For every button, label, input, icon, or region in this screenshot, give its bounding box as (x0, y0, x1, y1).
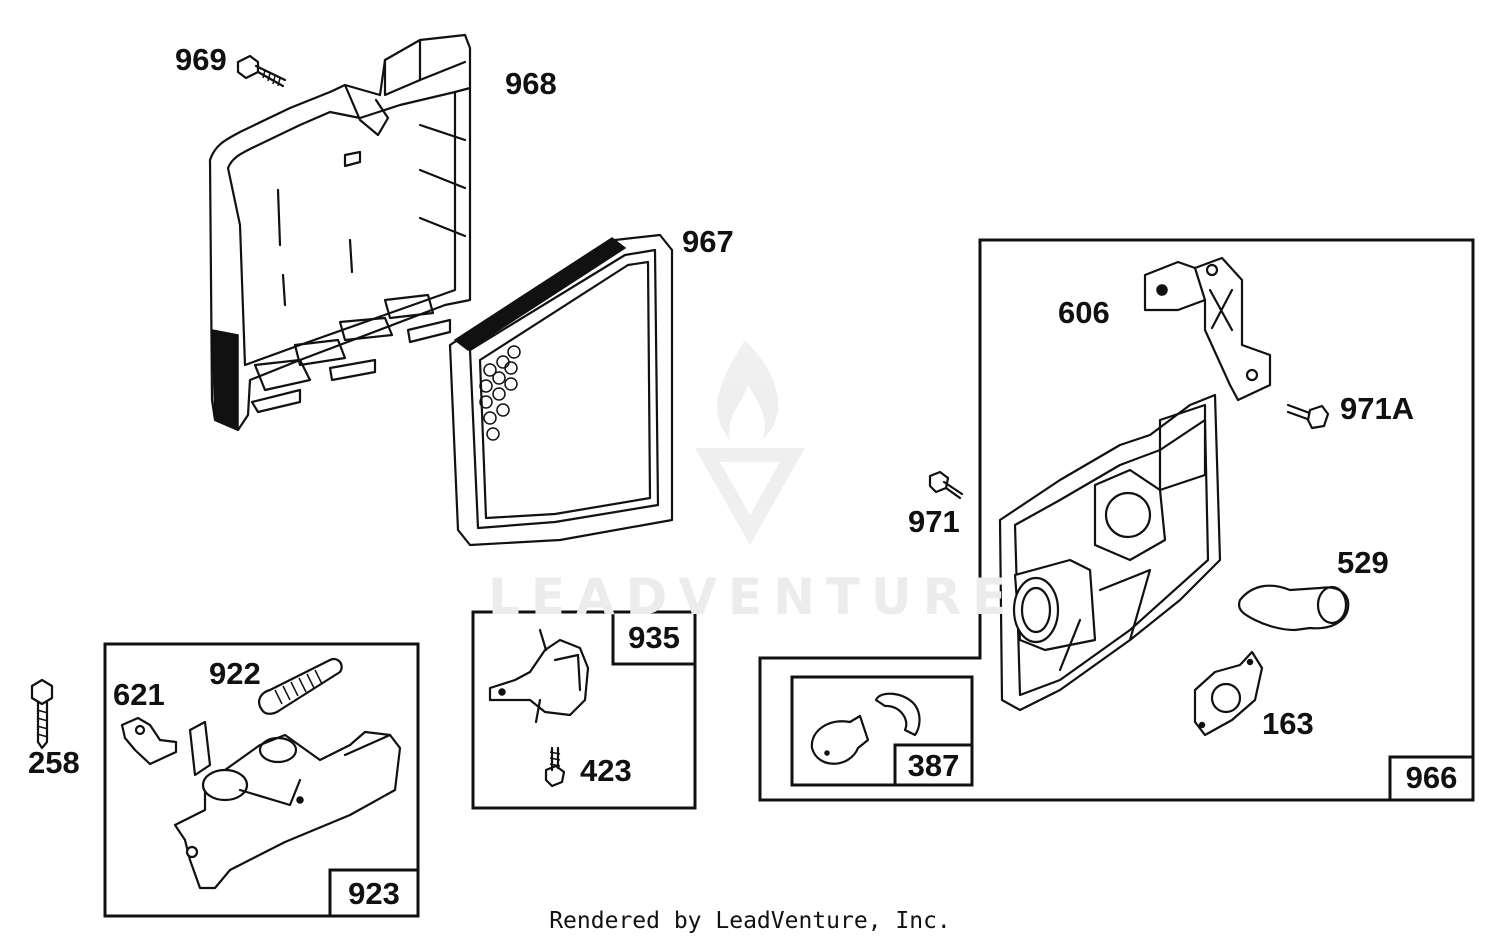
spring-922 (258, 657, 343, 715)
gasket-163 (1193, 650, 1264, 737)
callout-922: 922 (209, 656, 261, 691)
footer-credit: Rendered by LeadVenture, Inc. (549, 908, 951, 934)
box-387-outline (790, 675, 974, 787)
callout-968: 968 (505, 66, 557, 101)
callout-969: 969 (175, 42, 227, 77)
screw-423 (544, 746, 566, 788)
screw-969 (236, 54, 287, 88)
callout-423: 423 (580, 753, 632, 788)
air-filter-967 (448, 233, 674, 547)
elbow-tube-529 (1237, 584, 1350, 632)
callout-258: 258 (28, 745, 80, 780)
callout-621: 621 (113, 677, 165, 712)
air-intake-base-966 (998, 393, 1222, 712)
control-bracket-923 (173, 720, 402, 890)
box-label-387: 387 (907, 748, 960, 783)
callout-971: 971 (908, 504, 960, 539)
box-923-outline (103, 642, 420, 918)
screw-971 (928, 470, 964, 500)
callout-606: 606 (1058, 295, 1110, 330)
bolt-258 (30, 678, 54, 750)
callout-967: 967 (682, 224, 734, 259)
box-966-tag (1388, 755, 1475, 802)
primer-bulb-387 (810, 692, 921, 765)
air-cleaner-base-968 (208, 33, 472, 432)
watermark-logo (695, 340, 805, 545)
box-966-outline (758, 238, 1475, 802)
box-935-tag (611, 610, 697, 666)
box-label-966: 966 (1405, 760, 1458, 795)
governor-link-621 (120, 716, 178, 766)
box-923-tag (328, 868, 420, 918)
screw-971A (1286, 403, 1330, 430)
bracket-606 (1143, 256, 1272, 402)
callout-163: 163 (1262, 706, 1314, 741)
box-387-tag (893, 743, 974, 787)
box-935-outline (471, 610, 697, 810)
callout-971A: 971A (1340, 391, 1415, 426)
box-label-935: 935 (628, 620, 680, 655)
watermark-text: LEADVENTURE (488, 568, 1018, 626)
box-label-923: 923 (348, 876, 400, 911)
bracket-935 (488, 628, 590, 724)
callout-529: 529 (1337, 545, 1389, 580)
